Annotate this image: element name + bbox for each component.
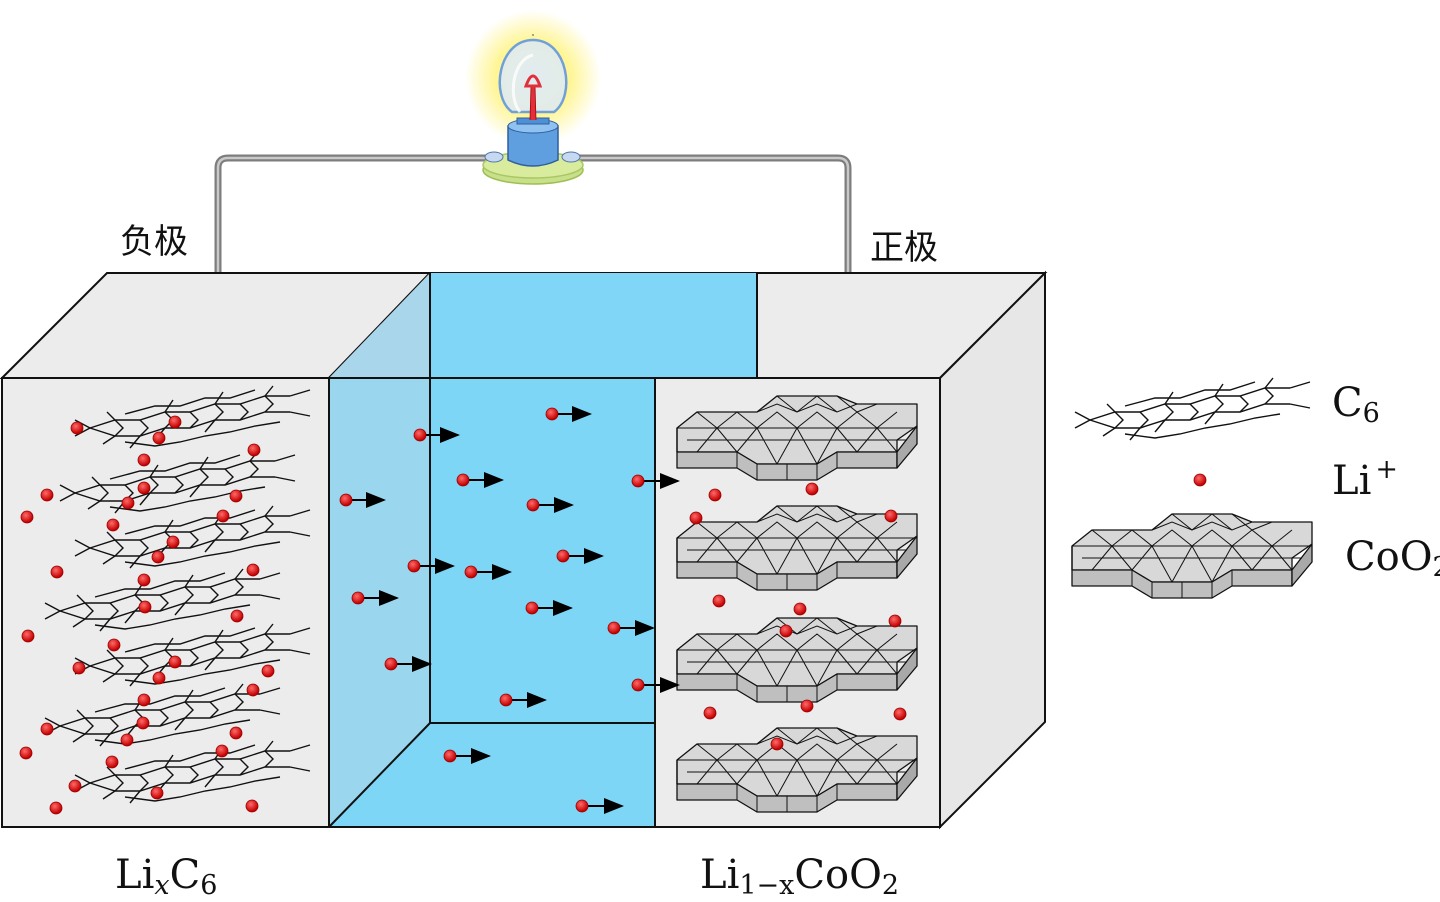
light-bulb-icon: [465, 10, 601, 185]
legend: C6 Li+ CoO2: [1071, 377, 1440, 599]
legend-graphite-icon: [1074, 377, 1311, 441]
lithium-ion-icon: [1193, 473, 1207, 487]
positive-electrode-label: 正极: [870, 228, 938, 268]
legend-coo2-label: CoO2: [1345, 534, 1440, 583]
cathode-formula: Li1−xCoO2: [700, 852, 899, 901]
legend-cobalt-oxide-icon: [1071, 513, 1313, 599]
anode-formula: LixC6: [115, 852, 217, 901]
legend-c6-label: C6: [1332, 380, 1380, 429]
negative-electrode-label: 负极: [120, 222, 188, 262]
legend-li-label: Li+: [1332, 454, 1398, 504]
migrating-lithium-ions: [339, 406, 680, 814]
